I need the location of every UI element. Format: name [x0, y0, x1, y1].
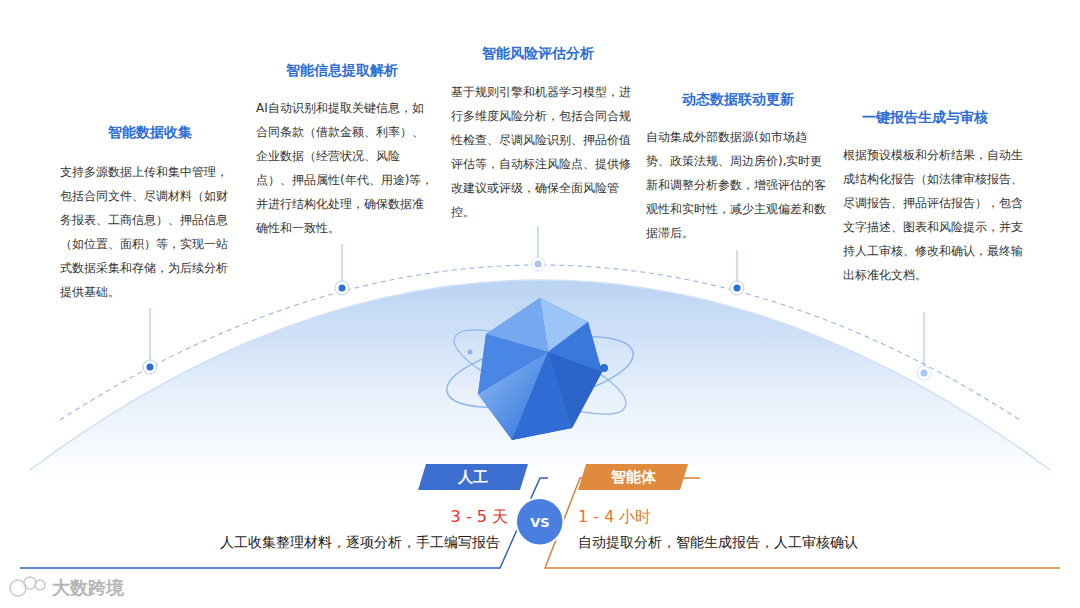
- watermark-logo: [10, 577, 45, 596]
- watermark: 大数跨境: [52, 576, 124, 600]
- feature-heading: 智能信息提取解析: [286, 62, 398, 80]
- dome: [30, 280, 1050, 480]
- manual-tab: 人工: [418, 464, 528, 490]
- node-text: 人工: [458, 468, 488, 487]
- leader-lines: [150, 226, 924, 366]
- feature-description: 自动集成外部数据源(如市场趋势、政策法规、周边房价),实时更新和调整分析参数，增…: [646, 125, 830, 245]
- feature-heading: 一键报告生成与审核: [862, 109, 988, 127]
- node-text: 智能体: [611, 468, 656, 487]
- agent-tab: 智能体: [578, 464, 688, 490]
- process-manual: 人工收集整理材料，逐项分析，手工编写报告: [220, 534, 500, 552]
- node-text: VS: [530, 515, 549, 530]
- duration-manual: 3 - 5 天: [451, 507, 508, 528]
- process-agent: 自动提取分析，智能生成报告，人工审核确认: [578, 534, 858, 552]
- feature-heading: 智能数据收集: [108, 124, 192, 142]
- feature-heading: 动态数据联动更新: [682, 91, 794, 109]
- comparison-brackets: [20, 478, 1060, 568]
- feature-description: 基于规则引擎和机器学习模型，进行多维度风险分析，包括合同合规性检查、尽调风险识别…: [451, 80, 631, 224]
- feature-description: AI自动识别和提取关键信息，如合同条款（借款金额、利率）、企业数据（经营状况、风…: [256, 96, 434, 240]
- feature-heading: 智能风险评估分析: [482, 45, 594, 63]
- feature-description: 支持多源数据上传和集中管理，包括合同文件、尽调材料（如财务报表、工商信息）、押品…: [60, 160, 236, 304]
- duration-agent: 1 - 4 小时: [578, 507, 651, 528]
- crystal-icon: [441, 298, 639, 440]
- vs-badge: VS: [515, 497, 564, 546]
- dome-rim: [30, 280, 1050, 470]
- feature-description: 根据预设模板和分析结果，自动生成结构化报告（如法律审核报告、尽调报告、押品评估报…: [843, 143, 1029, 287]
